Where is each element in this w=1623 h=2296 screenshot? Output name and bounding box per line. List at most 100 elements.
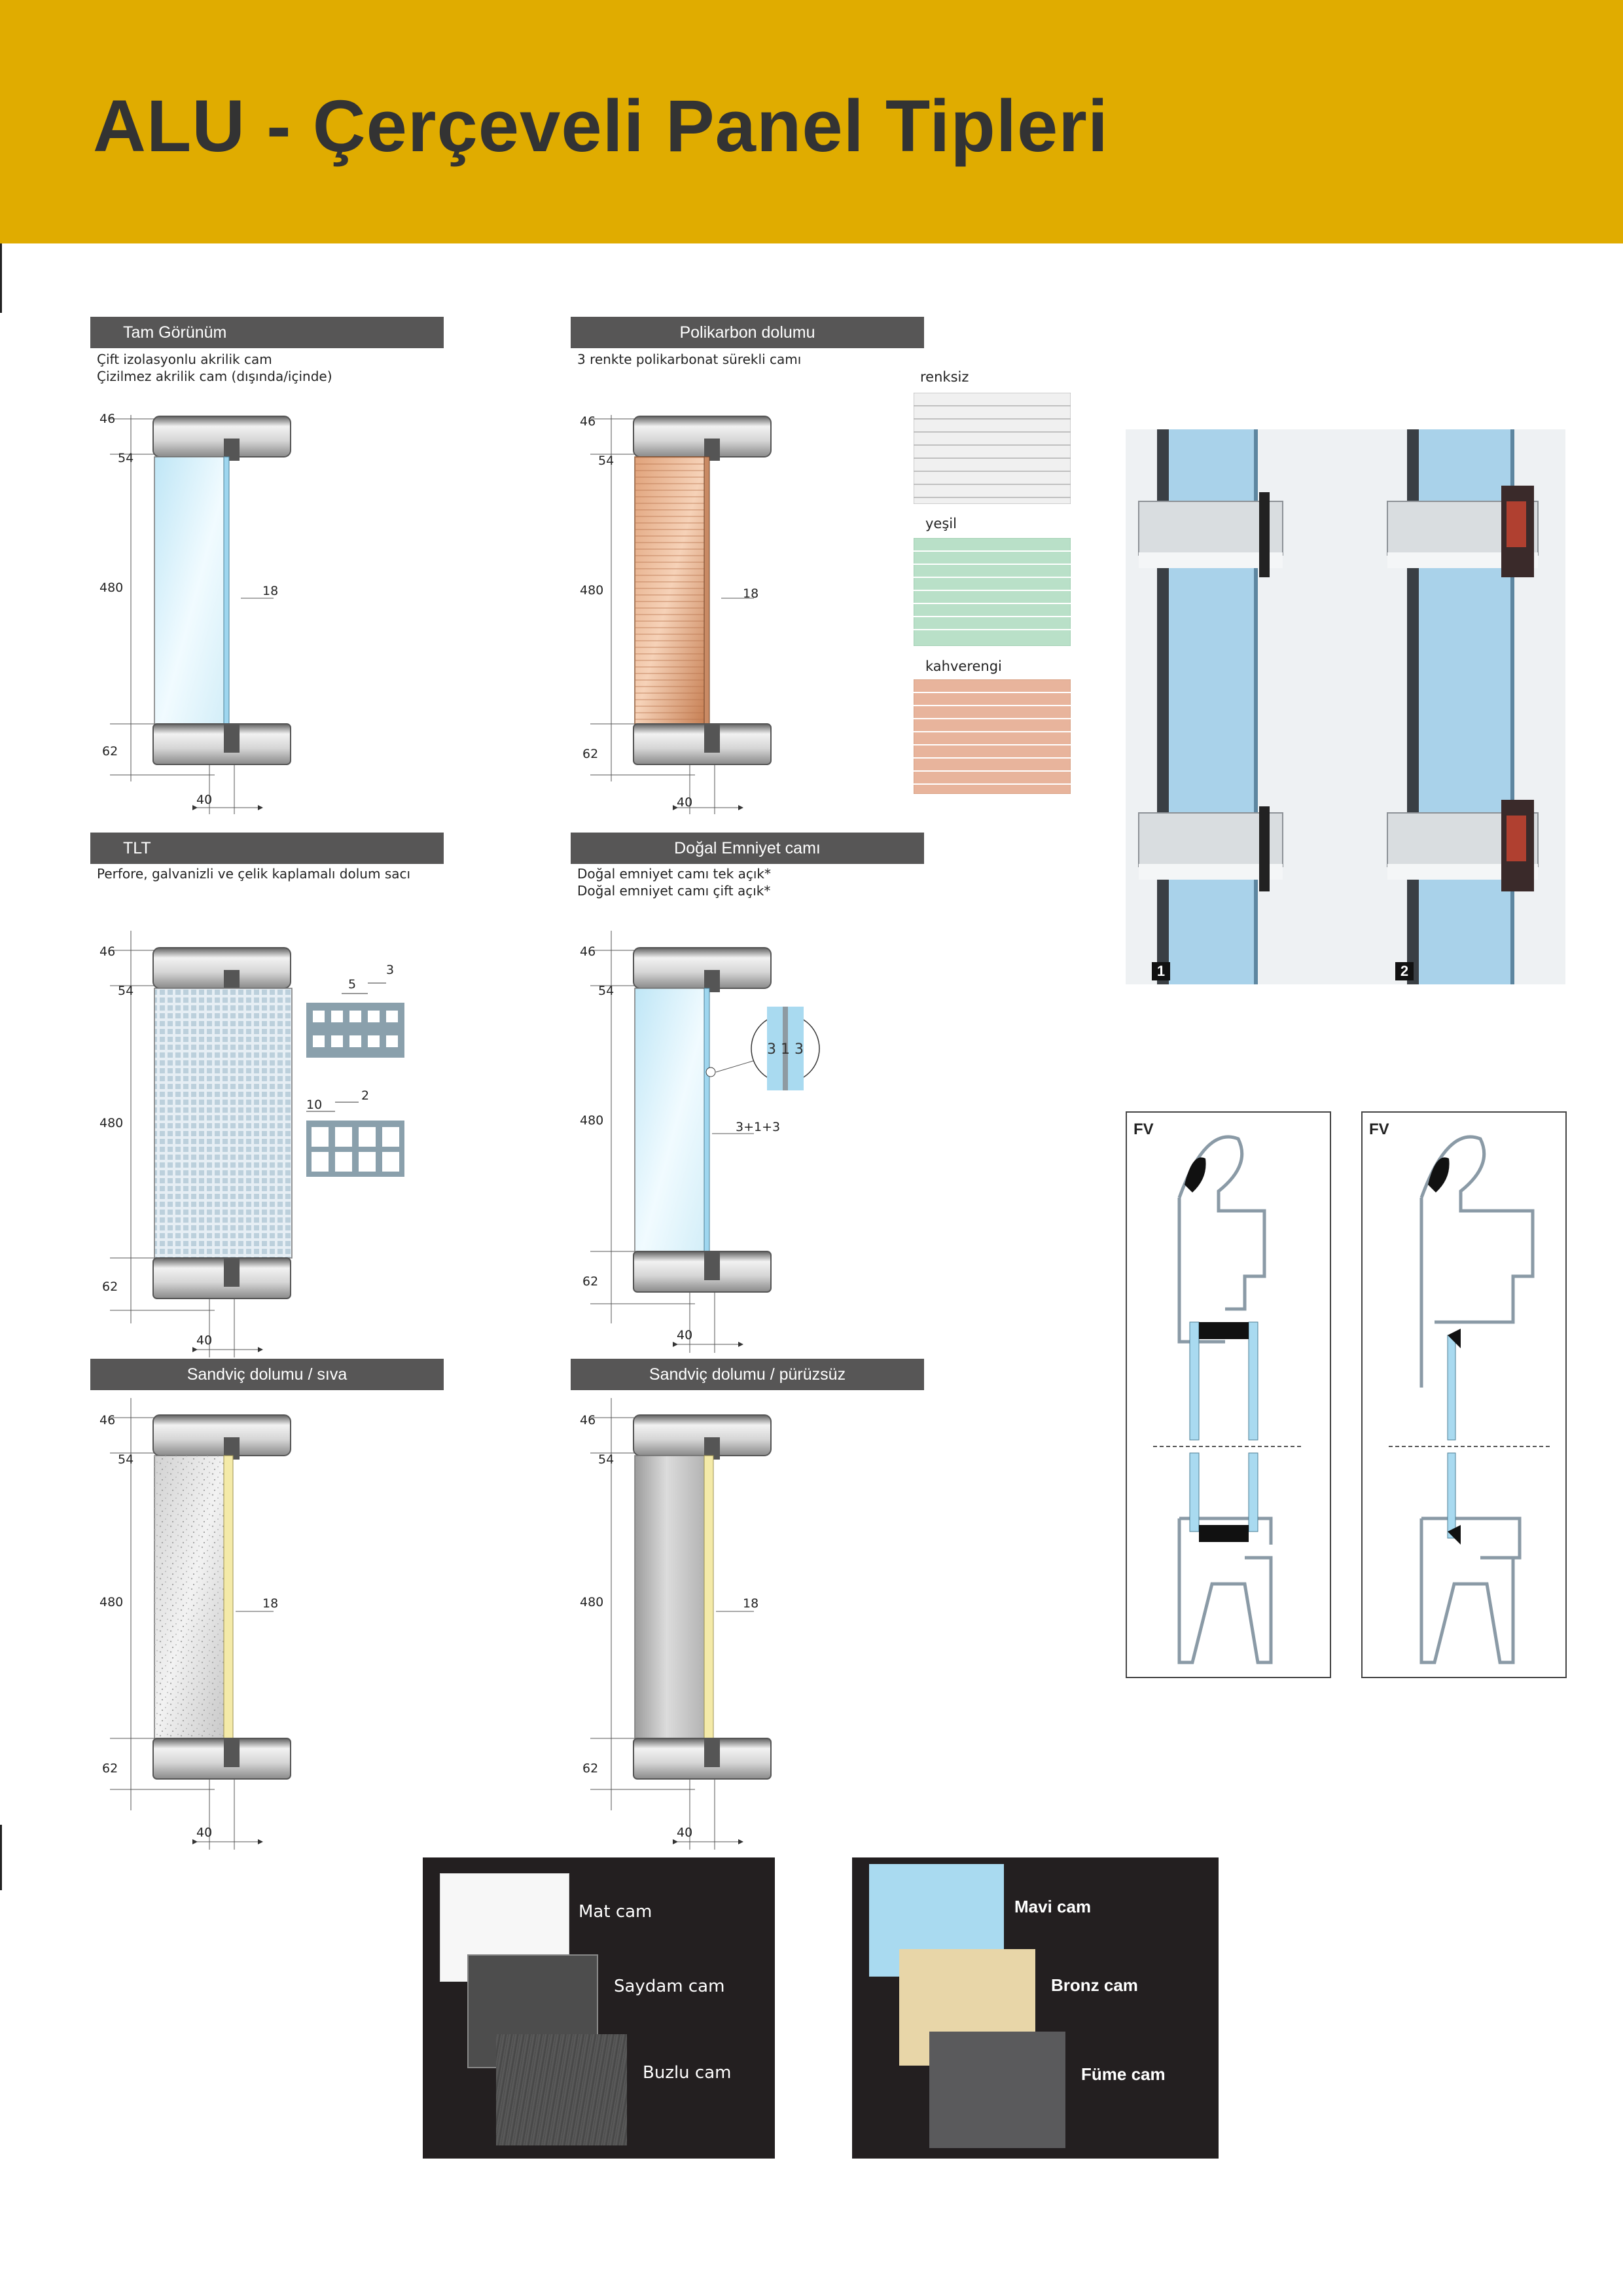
polycarbonate-edge (704, 456, 710, 725)
dim-54: 54 (118, 1452, 134, 1467)
bottom-profile (152, 723, 291, 765)
dim-480: 480 (99, 581, 123, 595)
dim-46: 46 (99, 944, 115, 959)
dim-54: 54 (118, 451, 134, 465)
dim-46: 46 (580, 944, 596, 959)
sandwich-core (223, 1455, 234, 1739)
bottom-profile (152, 1257, 291, 1299)
bottom-profile (633, 1738, 772, 1780)
swatch-label-kahverengi: kahverengi (925, 658, 1002, 674)
swatch-label-renksiz: renksiz (920, 369, 969, 385)
section-right-drawing (1389, 1135, 1552, 1664)
dim-46: 46 (580, 414, 596, 429)
dim-40: 40 (196, 793, 212, 807)
perforated-fill (154, 988, 293, 1259)
bottom-profile-end (224, 724, 240, 753)
panel-tam-gorunum: Tam Görünüm Çift izolasyonlu akrilik cam… (90, 317, 457, 814)
dim-40: 40 (677, 1825, 692, 1840)
panel-drawing: 46 54 480 62 40 18 (99, 1398, 291, 1850)
dim-54: 54 (598, 984, 614, 998)
dim-480: 480 (99, 1595, 123, 1609)
page-title: ALU - Çerçeveli Panel Tipleri (93, 85, 1109, 167)
polycarbonate-lines (635, 457, 705, 724)
panel-sandvic-siva: Sandviç dolumu / sıva 46 54 480 62 40 18 (90, 1359, 457, 1856)
panel-emniyet: Doğal Emniyet camı Doğal emniyet camı te… (571, 833, 937, 1353)
section-drawing-right: FV (1361, 1111, 1567, 1678)
photo-label-1: 1 (1152, 962, 1170, 980)
panel-sandvic-puruzsuz: Sandviç dolumu / pürüzsüz 46 54 480 62 4… (571, 1359, 937, 1856)
panel-description: Çift izolasyonlu akrilik cam Çizilmez ak… (97, 351, 332, 384)
top-profile (633, 1414, 772, 1456)
glass-fill (634, 988, 706, 1252)
glass-label-saydam: Saydam cam (614, 1977, 725, 1996)
top-profile (633, 947, 772, 989)
top-profile (633, 416, 772, 457)
dim-480: 480 (99, 1116, 123, 1130)
bottom-profile (633, 723, 772, 765)
sandwich-core (704, 1455, 714, 1739)
dim-40: 40 (677, 795, 692, 810)
glass-label-mavi: Mavi cam (1014, 1897, 1092, 1916)
swatch-renksiz (914, 393, 1071, 504)
dim-46: 46 (99, 1413, 115, 1427)
dim-18: 18 (743, 586, 758, 601)
photo-label-2: 2 (1395, 962, 1414, 980)
panel-description: Perfore, galvanizli ve çelik kaplamalı d… (97, 866, 411, 882)
bottom-profile-end (704, 724, 720, 753)
panel-header: Sandviç dolumu / pürüzsüz (571, 1359, 924, 1390)
glass-fill (154, 456, 226, 725)
dim-480: 480 (580, 1113, 603, 1128)
bottom-profile (633, 1251, 772, 1293)
safety-detail-label: 3 1 3 (767, 1041, 804, 1058)
panel-header: Polikarbon dolumu (571, 317, 924, 348)
dim-40: 40 (196, 1333, 212, 1348)
perforation-detail-square (306, 982, 404, 1058)
dim-62: 62 (582, 747, 598, 761)
dim-5: 5 (348, 977, 356, 992)
profile-photo-drawing (1126, 429, 1565, 984)
dim-40: 40 (196, 1825, 212, 1840)
swatch-kahverengi (914, 679, 1071, 794)
glass-edge (704, 988, 710, 1252)
dim-54: 54 (598, 454, 614, 468)
dim-480: 480 (580, 583, 603, 598)
dim-18: 18 (262, 584, 278, 598)
dim-18: 18 (262, 1596, 278, 1611)
sandwich-texture (154, 1456, 225, 1738)
dim-62: 62 (102, 1280, 118, 1294)
perforation-detail-rect (306, 1102, 404, 1177)
panel-header: Tam Görünüm (90, 317, 444, 348)
top-profile (152, 416, 291, 457)
dim-10: 10 (306, 1098, 322, 1112)
dim-3: 3 (386, 963, 394, 977)
title-banner: ALU - Çerçeveli Panel Tipleri (0, 0, 1623, 243)
panel-description: Doğal emniyet camı tek açık* Doğal emniy… (577, 866, 771, 899)
panel-drawing: 46 54 480 62 40 18 (580, 1398, 772, 1850)
glass-swatch-fume (929, 2032, 1065, 2148)
bottom-profile-end (224, 1738, 240, 1767)
panel-drawing: 46 54 480 62 40 18 (99, 412, 291, 814)
top-profile (152, 1414, 291, 1456)
panel-drawing: 46 54 480 62 40 1 5 3 (99, 931, 404, 1357)
panel-header: TLT (90, 833, 444, 864)
sandwich-fill (634, 1455, 706, 1739)
section-drawing-left: FV (1126, 1111, 1331, 1678)
dim-54: 54 (598, 1452, 614, 1467)
panel-header: Sandviç dolumu / sıva (90, 1359, 444, 1390)
glass-label-bronz: Bronz cam (1051, 1975, 1138, 1995)
panel-tlt: TLT Perfore, galvanizli ve çelik kaplama… (90, 833, 457, 1357)
dim-40: 40 (677, 1328, 692, 1342)
panel-description: 3 renkte polikarbonat sürekli camı (577, 351, 802, 367)
profile-photo: 1 2 (1126, 429, 1565, 984)
glass-label-fume: Füme cam (1081, 2064, 1166, 2084)
bottom-profile-end (704, 1251, 720, 1280)
detail-callout-point (705, 1067, 716, 1077)
section-label: FV (1133, 1121, 1154, 1138)
dim-62: 62 (102, 1761, 118, 1776)
glass-swatch-buzlu (496, 2034, 627, 2145)
panel-drawing: 46 54 480 62 40 3+1+3 3 1 3 (580, 931, 820, 1353)
swatch-yesil (914, 538, 1071, 646)
glass-label-mat: Mat cam (579, 1902, 652, 1922)
dim-480: 480 (580, 1595, 603, 1609)
left-edge-mark (0, 243, 2, 313)
